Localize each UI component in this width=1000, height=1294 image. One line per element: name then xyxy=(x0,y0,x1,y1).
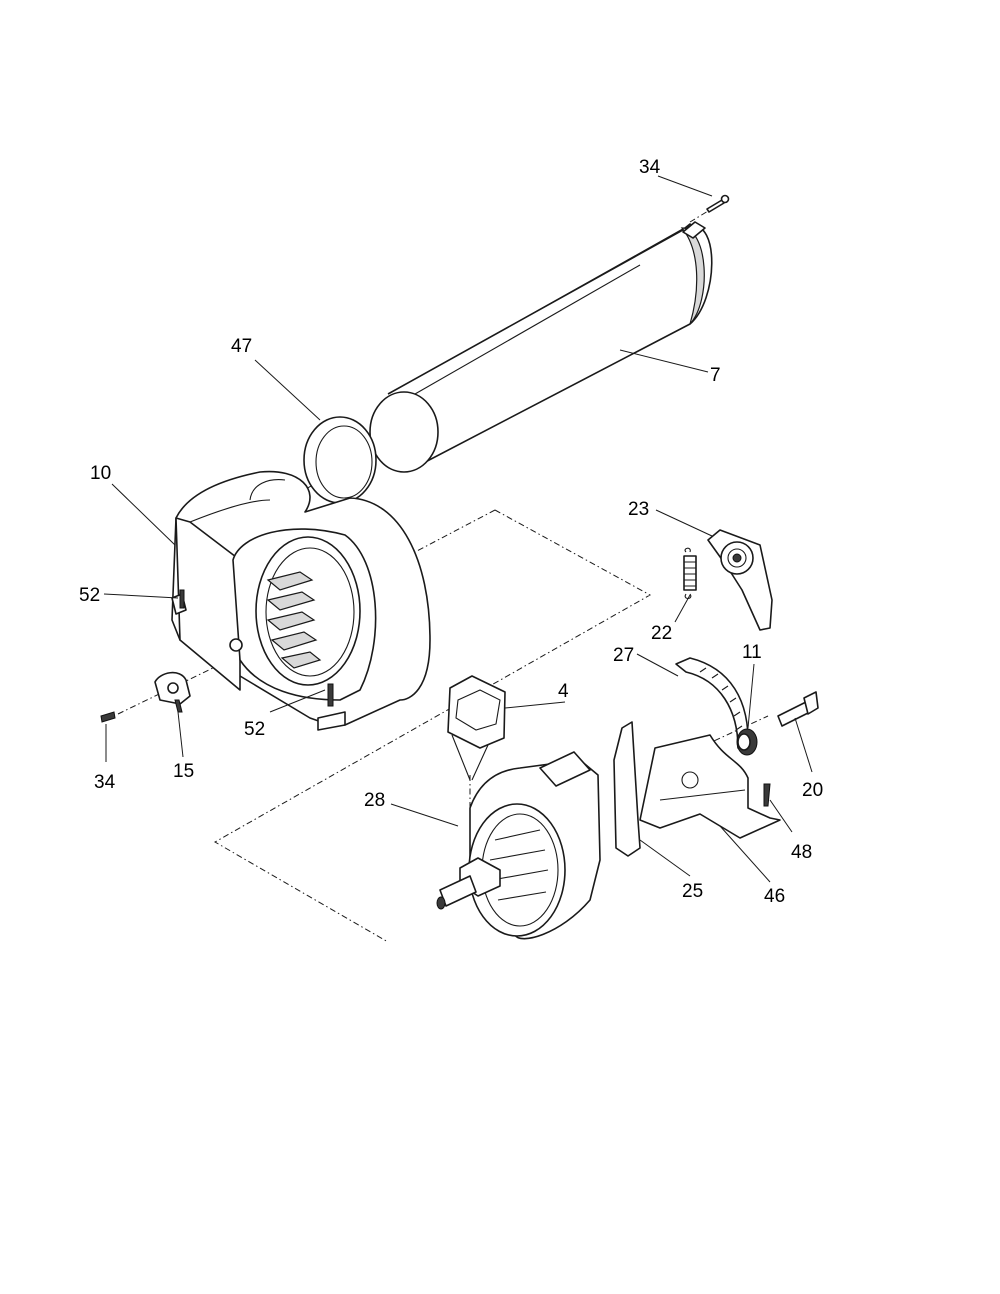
callout-25: 25 xyxy=(682,881,703,902)
callout-20: 20 xyxy=(802,780,823,801)
roller-part-11 xyxy=(736,728,758,756)
clamp-ring-part-47 xyxy=(303,416,377,504)
screw-part-48 xyxy=(763,783,771,807)
callout-11: 11 xyxy=(742,642,762,663)
callout-34-top: 34 xyxy=(639,157,661,178)
callout-34-bottom: 34 xyxy=(94,772,116,793)
drive-motor-part-28 xyxy=(436,751,601,940)
callout-labels: 34 7 47 10 23 22 52 27 11 4 52 34 15 20 … xyxy=(79,157,823,907)
thermostat-part-15 xyxy=(154,671,191,713)
screw-part-34-bottom xyxy=(100,711,116,723)
blower-housing-part-10 xyxy=(171,470,431,731)
motor-cover-part-4 xyxy=(447,675,506,781)
leader-lines xyxy=(103,175,813,883)
shoulder-bolt-part-20 xyxy=(777,691,819,727)
callout-52-left: 52 xyxy=(79,585,100,606)
callout-15: 15 xyxy=(173,761,194,782)
screw-part-34-top xyxy=(706,194,730,213)
idler-bracket-part-23 xyxy=(707,529,773,631)
exhaust-duct-part-7 xyxy=(369,221,713,473)
callout-10: 10 xyxy=(90,463,111,484)
screw-part-52-left xyxy=(179,589,185,609)
callout-27: 27 xyxy=(613,645,634,666)
callout-22: 22 xyxy=(651,623,672,644)
motor-strap-part-25 xyxy=(613,721,641,857)
spring-part-22 xyxy=(683,547,697,600)
drive-belt-part-27 xyxy=(675,657,749,749)
callout-48: 48 xyxy=(791,842,812,863)
callout-7: 7 xyxy=(710,365,721,386)
callout-46: 46 xyxy=(764,886,785,907)
motor-mount-bracket-part-46 xyxy=(639,734,781,839)
callout-47: 47 xyxy=(231,336,252,357)
callout-52-bottom: 52 xyxy=(244,719,265,740)
callout-23: 23 xyxy=(628,499,649,520)
callout-4: 4 xyxy=(558,681,569,702)
callout-28: 28 xyxy=(364,790,385,811)
screw-part-52-bottom xyxy=(327,683,334,707)
